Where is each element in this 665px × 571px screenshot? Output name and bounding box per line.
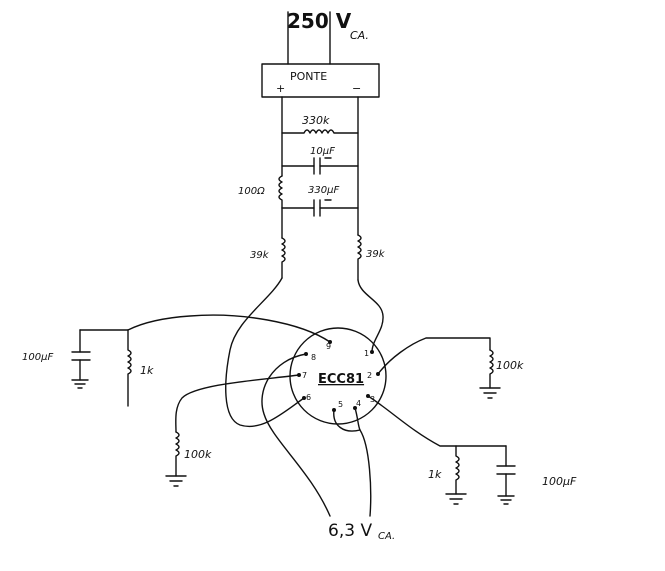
pin-1-label: 1: [364, 349, 369, 358]
heater-wire-pin4: [354, 407, 361, 431]
capacitor-10uf-label: 10μF: [310, 146, 335, 157]
pin-7-label: 7: [302, 371, 307, 380]
resistor-39k-right-label: 39k: [366, 249, 386, 260]
resistor-100k-left: [165, 431, 187, 487]
resistor-39k-left: [281, 237, 286, 279]
capacitor-100uf-left: [71, 351, 91, 389]
resistor-100ohm: [278, 175, 283, 209]
bridge-rectifier-box: [261, 63, 380, 98]
tube-label: ECC81: [318, 372, 364, 387]
pin-5-label: 5: [338, 400, 343, 409]
resistor-39k-left-label: 39k: [250, 250, 270, 261]
ac-input-unit: CA.: [350, 29, 369, 42]
ac-input-label: 250 V: [287, 9, 352, 33]
pin-2-label: 2: [367, 371, 372, 380]
capacitor-100uf-right: [496, 445, 516, 505]
heater-unit: CA.: [378, 531, 395, 542]
wire-pin9-to-left-cathode: [127, 314, 331, 343]
pin-9-label: 9: [326, 342, 331, 351]
resistor-39k-right: [357, 234, 362, 281]
bridge-minus: −: [352, 82, 361, 95]
resistor-1k-left-label: 1k: [140, 364, 154, 377]
wire-pin3-to-right-cathode: [367, 395, 507, 447]
resistor-1k-right: [445, 445, 467, 505]
capacitor-100uf-left-label: 100μF: [22, 352, 53, 363]
left-cathode-bus: [79, 329, 129, 353]
capacitor-330uf-label: 330μF: [308, 185, 339, 196]
heater-wire-mid: [333, 409, 372, 517]
heater-wire-left: [261, 353, 331, 517]
bridge-plus: +: [276, 82, 285, 95]
pin-6-label: 6: [306, 393, 311, 402]
heater-label: 6,3 V: [328, 521, 372, 541]
capacitor-10uf: [281, 157, 359, 175]
wire-pin2-to-100k-right: [377, 337, 491, 375]
wire-right-plate-to-pin1: [357, 279, 384, 353]
resistor-1k-left: [127, 329, 132, 407]
resistor-100k-right-label: 100k: [496, 359, 524, 372]
resistor-100k-left-label: 100k: [184, 448, 212, 461]
pin-8-label: 8: [311, 353, 316, 362]
ac-input-wires: [287, 11, 331, 65]
wire-pin7-to-100k-left: [175, 374, 300, 433]
resistor-330k: [281, 129, 359, 134]
capacitor-330uf: [281, 199, 359, 217]
wire-left-plate-to-pin6: [225, 277, 305, 428]
resistor-1k-right-label: 1k: [428, 468, 442, 481]
bridge-label: PONTE: [290, 70, 327, 83]
pin-4-label: 4: [356, 399, 361, 408]
resistor-100ohm-label: 100Ω: [238, 186, 265, 197]
resistor-330k-label: 330k: [302, 114, 330, 127]
resistor-100k-right: [479, 349, 501, 399]
capacitor-100uf-right-label: 100μF: [542, 475, 577, 488]
